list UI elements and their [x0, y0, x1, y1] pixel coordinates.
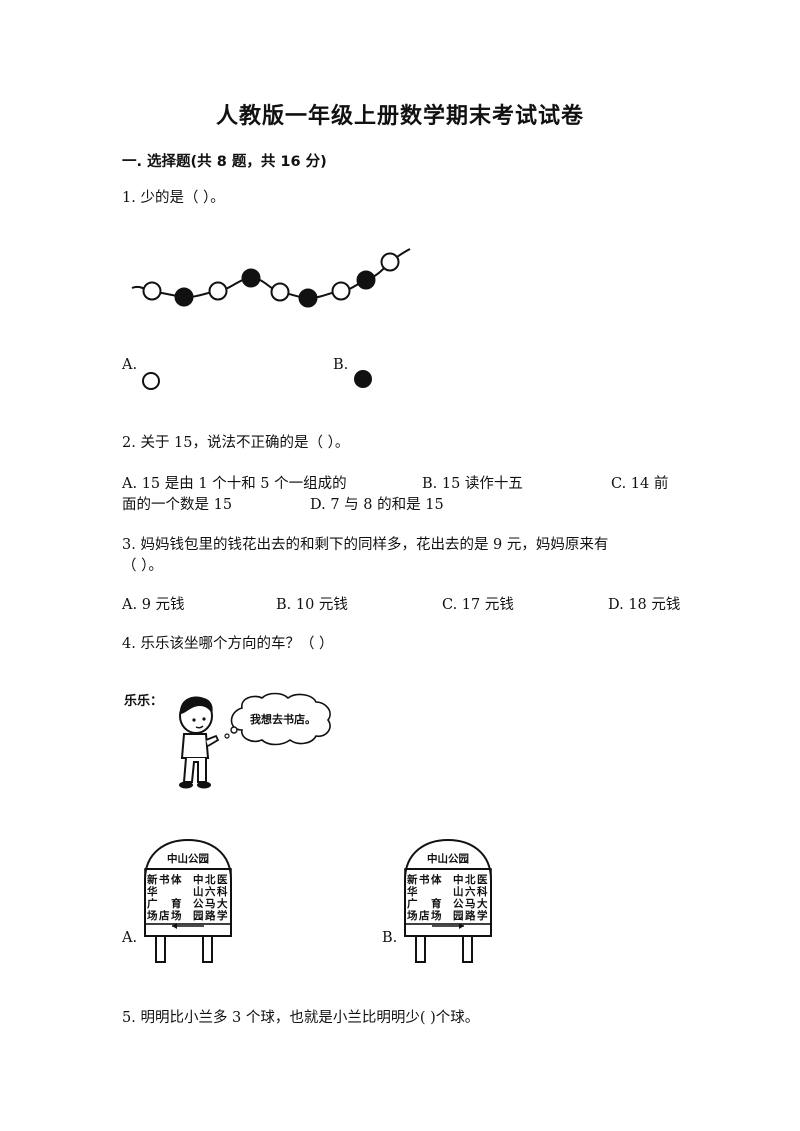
- sign-station-char: 育: [171, 898, 182, 910]
- sign-station-char: 山: [193, 886, 204, 898]
- question-2-stem: 2. 关于 15，说法不正确的是（ ）。: [122, 435, 350, 451]
- q3-option-b[interactable]: B. 10 元钱: [276, 597, 348, 613]
- white-bead: [270, 282, 290, 302]
- sign-station-char: 北: [465, 874, 476, 886]
- sign-station-char: 医: [217, 874, 228, 886]
- sign-b-header: 中山公园: [427, 853, 469, 865]
- sign-station-char: 中: [453, 874, 464, 886]
- sign-station-char: 学: [477, 910, 488, 922]
- black-bead: [298, 288, 318, 308]
- sign-station-char: 华: [147, 886, 158, 898]
- q4-option-b-label[interactable]: B.: [382, 930, 398, 946]
- sign-station-char: 园: [193, 910, 204, 922]
- q1-option-a-label[interactable]: A.: [122, 357, 138, 373]
- sign-station-char: 新: [147, 874, 158, 886]
- q4-option-a-label[interactable]: A.: [122, 930, 138, 946]
- sign-station-char: 六: [465, 886, 476, 898]
- q3-option-d[interactable]: D. 18 元钱: [608, 597, 681, 613]
- boy-illustration: [179, 696, 220, 789]
- sign-station-char: 书: [419, 874, 430, 886]
- page-title: 人教版一年级上册数学期末考试试卷: [215, 104, 584, 129]
- sign-station-char: 大: [477, 898, 488, 910]
- section-heading: 一. 选择题(共 8 题，共 16 分): [122, 154, 327, 170]
- sign-station-char: 学: [217, 910, 228, 922]
- sign-station-char: 公: [193, 898, 204, 910]
- sign-station-char: 广: [147, 898, 158, 910]
- white-bead-icon: [142, 372, 160, 390]
- sign-station-char: 北: [205, 874, 216, 886]
- sign-station-char: 育: [431, 898, 442, 910]
- sign-station-char: 场: [147, 910, 158, 922]
- q2-option-d[interactable]: D. 7 与 8 的和是 15: [310, 497, 444, 513]
- sign-station-char: 新: [407, 874, 418, 886]
- q1-option-b-label[interactable]: B.: [333, 357, 349, 373]
- white-bead: [331, 281, 351, 301]
- sign-a-header: 中山公园: [167, 853, 209, 865]
- sign-station-char: 场: [431, 910, 442, 922]
- sign-station-char: 场: [407, 910, 418, 922]
- sign-station-char: 中: [193, 874, 204, 886]
- q2-option-b[interactable]: B. 15 读作十五: [422, 476, 523, 492]
- sign-station-char: 科: [217, 886, 228, 898]
- white-bead: [142, 281, 162, 301]
- sign-station-char: 园: [453, 910, 464, 922]
- sign-station-char: 体: [171, 874, 182, 886]
- sign-station-char: 六: [205, 886, 216, 898]
- q2-option-c-continued: 面的一个数是 15: [122, 497, 233, 513]
- sign-station-char: 马: [465, 898, 476, 910]
- question-4-stem: 4. 乐乐该坐哪个方向的车？（ ）: [122, 636, 334, 652]
- sign-station-char: 马: [205, 898, 216, 910]
- sign-station-char: 体: [431, 874, 442, 886]
- black-bead: [241, 268, 261, 288]
- q3-option-a[interactable]: A. 9 元钱: [122, 597, 185, 613]
- bus-stop-sign-a[interactable]: [138, 838, 238, 964]
- question-1-stem: 1. 少的是（ ）。: [122, 190, 225, 206]
- sign-station-char: 店: [159, 910, 170, 922]
- sign-station-char: 科: [477, 886, 488, 898]
- sign-station-char: 店: [419, 910, 430, 922]
- question-5-stem: 5. 明明比小兰多 3 个球，也就是小兰比明明少( )个球。: [122, 1010, 480, 1026]
- sign-station-char: 华: [407, 886, 418, 898]
- sign-station-char: 路: [205, 910, 216, 922]
- bead-string-figure: [131, 248, 411, 308]
- sign-station-char: 场: [171, 910, 182, 922]
- sign-station-char: 公: [453, 898, 464, 910]
- sign-station-char: 山: [453, 886, 464, 898]
- speech-text: 我想去书店。: [250, 713, 316, 726]
- q2-option-a[interactable]: A. 15 是由 1 个十和 5 个一组成的: [122, 476, 347, 492]
- question-3-stem-line2: （ ）。: [122, 558, 163, 574]
- white-bead: [380, 252, 400, 272]
- speech-bubble: [224, 692, 331, 746]
- q3-option-c[interactable]: C. 17 元钱: [442, 597, 514, 613]
- lele-name-label: 乐乐：: [124, 694, 164, 709]
- white-bead: [208, 281, 228, 301]
- sign-station-char: 大: [217, 898, 228, 910]
- sign-station-char: 广: [407, 898, 418, 910]
- sign-station-char: 书: [159, 874, 170, 886]
- sign-station-char: 医: [477, 874, 488, 886]
- black-bead: [174, 287, 194, 307]
- black-bead-icon: [354, 370, 372, 388]
- question-3-stem-line1: 3. 妈妈钱包里的钱花出去的和剩下的同样多，花出去的是 9 元，妈妈原来有: [122, 537, 609, 553]
- black-bead: [356, 270, 376, 290]
- q2-option-c[interactable]: C. 14 前: [611, 476, 669, 492]
- sign-station-char: 路: [465, 910, 476, 922]
- bus-stop-sign-b[interactable]: [398, 838, 498, 964]
